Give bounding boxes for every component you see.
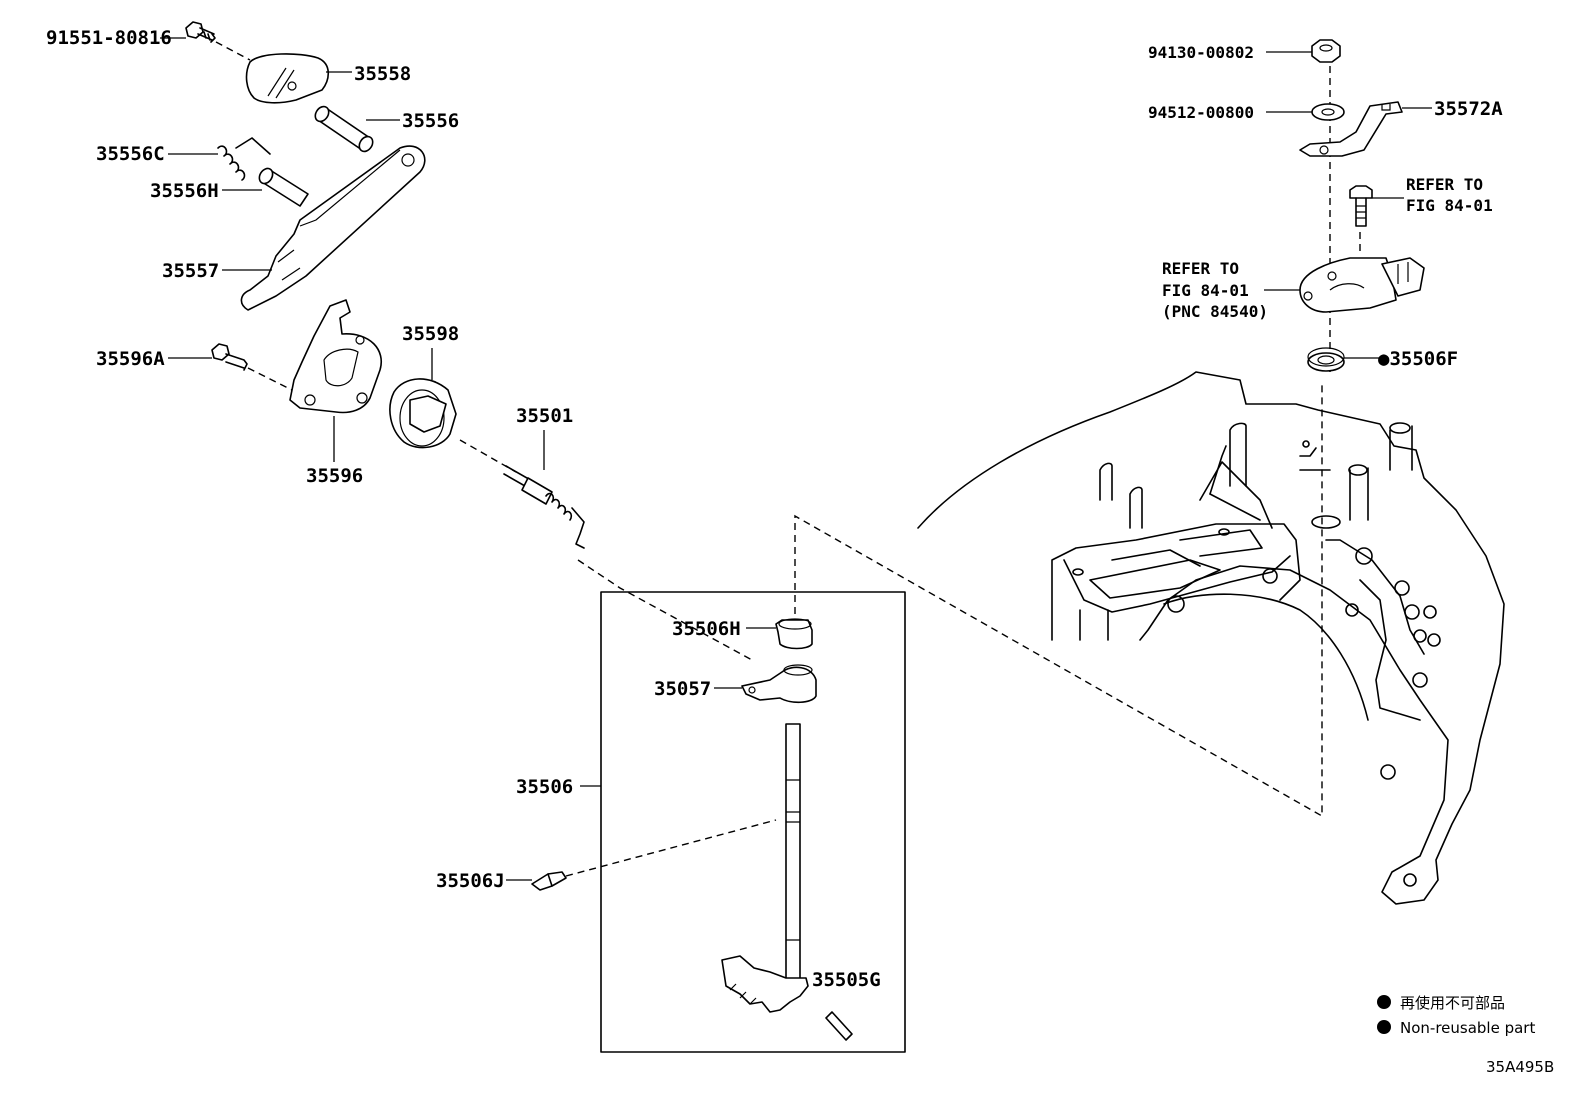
lever-35572a-icon <box>1299 101 1403 157</box>
clip-35506j-icon <box>531 871 567 891</box>
label-35506f: ●35506F <box>1378 348 1458 370</box>
lever-35057-icon <box>741 664 817 704</box>
plate-35558-icon <box>245 53 330 104</box>
dash-line <box>215 41 251 61</box>
leader-lines <box>160 37 1432 881</box>
label-35057: 35057 <box>654 678 711 700</box>
washer-94512-icon <box>1311 103 1345 121</box>
legend-japanese: 再使用不可部品 <box>1400 994 1505 1012</box>
neutral-switch-icon <box>1299 257 1425 313</box>
label-35556c: 35556C <box>96 143 165 165</box>
label-91551-80816: 91551-80816 <box>46 27 172 49</box>
label-35506h: 35506H <box>672 618 741 640</box>
label-35556h: 35556H <box>150 180 219 202</box>
label-35596: 35596 <box>306 465 363 487</box>
plate-35596-icon <box>289 299 382 414</box>
spring-35556c-icon <box>217 137 271 181</box>
label-35598: 35598 <box>402 323 459 345</box>
transmission-case-icon <box>917 371 1505 905</box>
label-refer-to-1: REFER TO <box>1406 175 1483 194</box>
label-94512-00800: 94512-00800 <box>1148 103 1254 122</box>
label-35501: 35501 <box>516 405 573 427</box>
pin-35556h-icon <box>258 167 309 207</box>
lever-35557-icon <box>240 145 426 311</box>
pin-35505g-icon <box>825 1011 853 1041</box>
label-refer-to-2: REFER TO <box>1162 259 1239 278</box>
shaft-35501-icon <box>503 465 585 549</box>
nut-94130-icon <box>1311 39 1341 63</box>
legend: 再使用不可部品 Non-reusable part <box>1377 994 1535 1037</box>
label-35505g: 35505G <box>812 969 881 991</box>
label-35572a: 35572A <box>1434 98 1503 120</box>
label-fig-84-01-1: FIG 84-01 <box>1406 196 1493 215</box>
bolt-35596a-icon <box>211 343 248 371</box>
oil-seal-35506f-icon <box>1307 347 1345 372</box>
assembly-box <box>600 591 906 1053</box>
label-35506j: 35506J <box>436 870 505 892</box>
dash-line <box>794 382 1323 818</box>
dash-line <box>247 367 297 393</box>
label-35556: 35556 <box>402 110 459 132</box>
collar-35506h-icon <box>775 618 813 650</box>
label-94130-00802: 94130-00802 <box>1148 43 1254 62</box>
label-35557: 35557 <box>162 260 219 282</box>
figure-code: 35A495B <box>1486 1058 1554 1076</box>
label-35558: 35558 <box>354 63 411 85</box>
label-fig-84-01-2: FIG 84-01 <box>1162 281 1249 300</box>
label-pnc-84540: (PNC 84540) <box>1162 302 1268 321</box>
legend-english: Non-reusable part <box>1400 1019 1535 1037</box>
detent-35598-icon <box>389 378 457 449</box>
bolt-91551-icon <box>185 21 216 43</box>
dash-line <box>565 819 777 877</box>
bullet-icon <box>1377 1020 1391 1034</box>
dash-line <box>577 559 753 661</box>
bullet-icon <box>1377 995 1391 1009</box>
bolt-refer-icon <box>1349 185 1373 227</box>
shaft-35506-icon <box>721 723 809 1013</box>
label-35506: 35506 <box>516 776 573 798</box>
pin-35556-icon <box>314 105 374 153</box>
label-35596a: 35596A <box>96 348 165 370</box>
